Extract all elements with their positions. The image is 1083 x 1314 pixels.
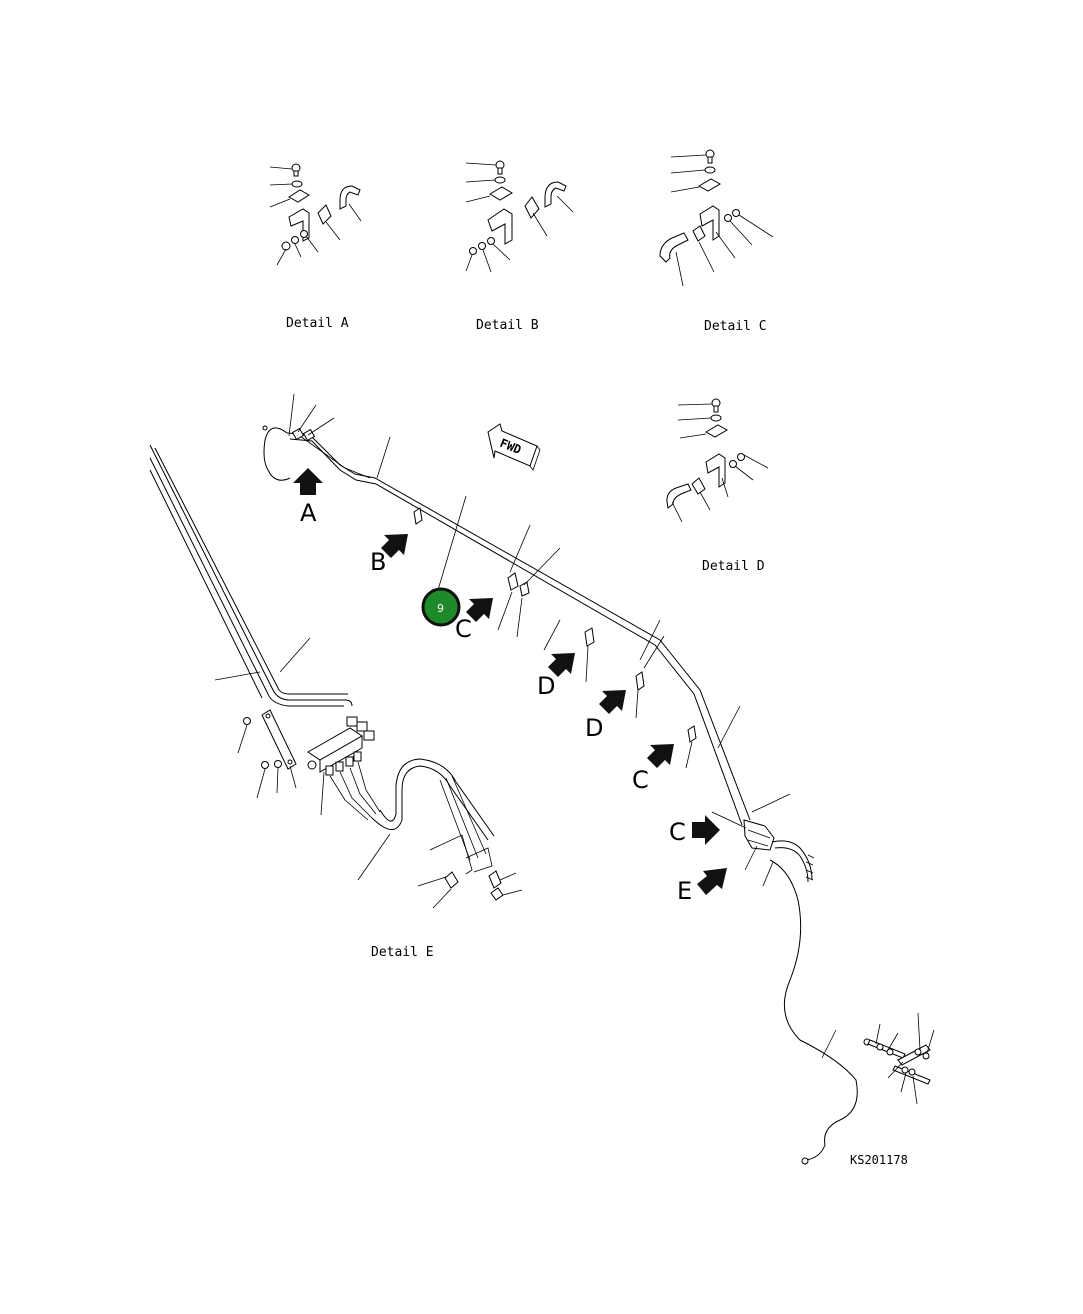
main-hose-assembly bbox=[262, 393, 858, 1165]
detail-a-drawing bbox=[269, 163, 362, 266]
view-arrow-c3: C bbox=[669, 815, 720, 846]
drawing-number: KS201178 bbox=[850, 1153, 908, 1167]
callout-9-number: 9 bbox=[437, 602, 444, 615]
view-arrow-e: E bbox=[677, 868, 727, 905]
detail-a-label: Detail A bbox=[286, 316, 349, 331]
view-arrow-b: B bbox=[370, 534, 408, 576]
detail-c-drawing bbox=[659, 149, 774, 287]
view-letter-c2: C bbox=[632, 766, 649, 794]
callout-9[interactable]: 9 bbox=[421, 587, 461, 627]
view-letter-a: A bbox=[300, 499, 317, 527]
fwd-direction-symbol: FWD bbox=[487, 423, 541, 471]
view-arrow-c1: C bbox=[455, 598, 493, 643]
end-fittings-drawing bbox=[863, 1012, 935, 1105]
view-arrow-c2: C bbox=[632, 744, 674, 794]
view-arrow-d1: D bbox=[537, 653, 575, 700]
detail-b-drawing bbox=[465, 160, 574, 273]
view-letter-e: E bbox=[677, 877, 692, 905]
detail-d-label: Detail D bbox=[702, 559, 765, 574]
view-arrow-a: A bbox=[293, 468, 323, 527]
detail-d-drawing bbox=[666, 398, 769, 523]
detail-b-label: Detail B bbox=[476, 318, 539, 333]
detail-e-drawing bbox=[149, 444, 523, 909]
detail-e-label: Detail E bbox=[371, 945, 434, 960]
detail-c-label: Detail C bbox=[704, 319, 767, 334]
view-letter-b: B bbox=[370, 548, 386, 576]
view-letter-d2: D bbox=[585, 714, 603, 742]
view-letter-c1: C bbox=[455, 615, 472, 643]
view-letter-c3: C bbox=[669, 818, 686, 846]
view-letter-d1: D bbox=[537, 672, 555, 700]
view-arrow-d2: D bbox=[585, 690, 626, 742]
